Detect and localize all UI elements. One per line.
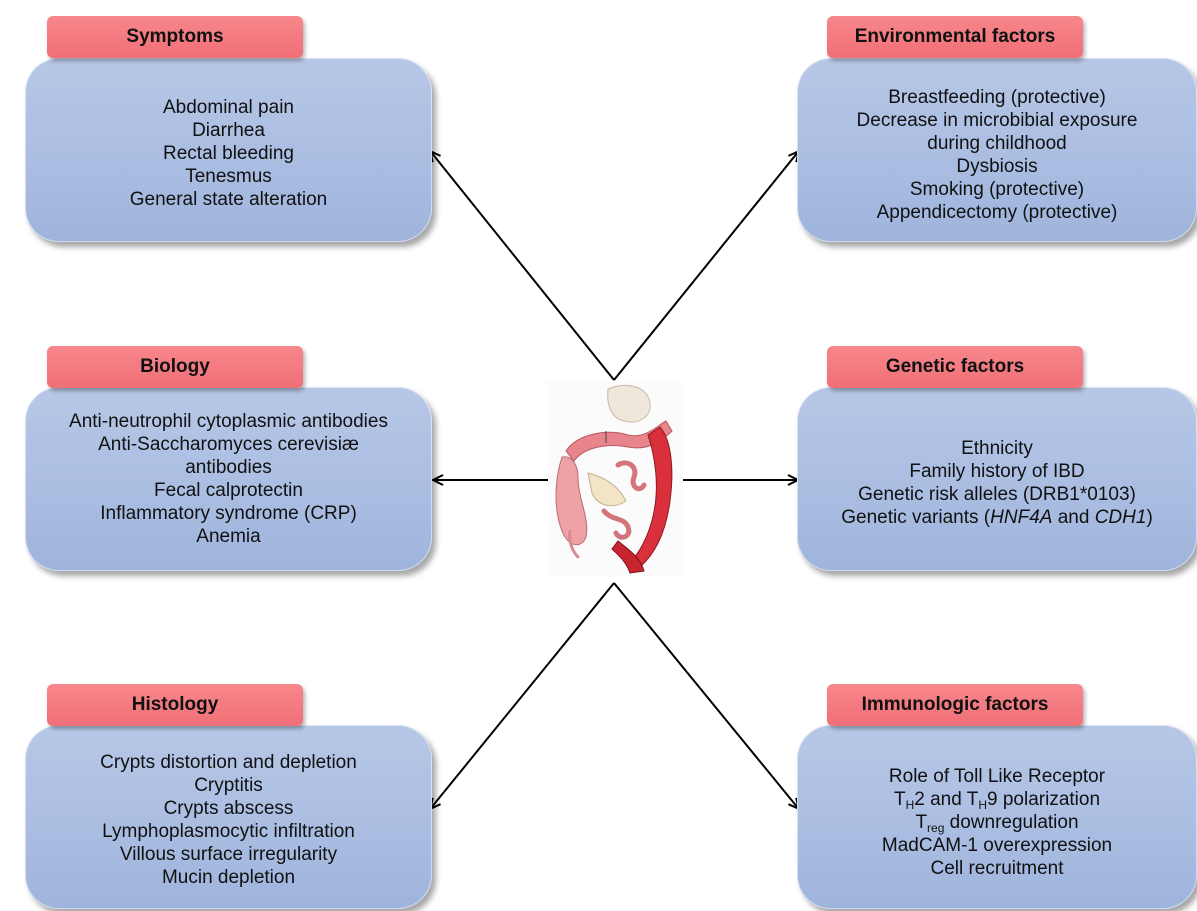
genetic-item: Family history of IBD: [909, 461, 1085, 482]
immunologic-factors-panel: Role of Toll Like Receptor TH2 and TH9 p…: [797, 725, 1197, 909]
gene-hnf4a: HNF4A: [990, 507, 1053, 528]
environmental-item: Breastfeeding (protective): [888, 87, 1106, 108]
histology-panel: Crypts distortion and depletion Cryptiti…: [25, 725, 432, 909]
biology-panel: Anti-neutrophil cytoplasmic antibodies A…: [25, 387, 432, 571]
arrow-to-environmental: [613, 152, 798, 381]
immunologic-item: Role of Toll Like Receptor: [888, 765, 1106, 787]
genetic-variants-and: and: [1052, 507, 1095, 528]
genetic-item: Ethnicity: [961, 438, 1033, 459]
arrow-to-immunologic: [613, 582, 798, 808]
symptom-item: Diarrhea: [192, 119, 265, 141]
biology-item: Anemia: [196, 526, 261, 547]
histology-item: Cryptitis: [194, 775, 263, 796]
genetic-item: Genetic risk alleles (DRB1*0103): [858, 484, 1136, 505]
symptom-item: Rectal bleeding: [163, 142, 294, 164]
environmental-item: during childhood: [927, 133, 1067, 154]
genetic-factors-label: Genetic factors: [827, 346, 1083, 388]
environmental-item: Appendicectomy (protective): [876, 202, 1118, 223]
histology-item: Mucin depletion: [161, 867, 296, 888]
biology-item: antibodies: [185, 457, 272, 478]
biology-item: Anti-Saccharomyces cerevisiæ: [98, 434, 359, 455]
histology-label: Histology: [47, 684, 303, 726]
genetic-variants-suffix: ): [1146, 507, 1153, 528]
treg-sub: reg: [927, 820, 945, 835]
environmental-item: Decrease in microbibial exposure: [856, 110, 1138, 131]
immunologic-item: Cell recruitment: [930, 857, 1064, 879]
biology-label: Biology: [47, 346, 303, 388]
arrow-to-histology: [431, 582, 615, 808]
th-end: 9 polarization: [987, 788, 1101, 810]
biology-item: Anti-neutrophil cytoplasmic antibodies: [69, 411, 388, 432]
th-mid: 2 and T: [914, 788, 979, 810]
symptom-item: General state alteration: [129, 188, 328, 210]
environmental-item: Smoking (protective): [909, 179, 1085, 200]
arrow-to-symptoms: [431, 152, 615, 381]
th-sub-h: H: [905, 797, 915, 812]
histology-item: Lymphoplasmocytic infiltration: [102, 821, 355, 842]
histology-item: Crypts distortion and depletion: [100, 752, 357, 773]
environmental-item: Dysbiosis: [956, 156, 1038, 177]
immunologic-factors-label: Immunologic factors: [827, 684, 1083, 726]
histology-item: Villous surface irregularity: [119, 844, 338, 865]
immunologic-th-polarization: TH2 and TH9 polarization: [894, 788, 1100, 811]
symptoms-label: Symptoms: [47, 16, 303, 58]
gene-cdh1: CDH1: [1094, 507, 1147, 528]
genetic-variants-prefix: Genetic variants (: [841, 507, 991, 528]
immunologic-treg: Treg downregulation: [915, 811, 1078, 834]
th-sub-h2: H: [978, 797, 987, 812]
colon-illustration: [548, 381, 683, 577]
genetic-variants-item: Genetic variants (HNF4A and CDH1): [841, 506, 1153, 529]
symptom-item: Tenesmus: [185, 165, 272, 187]
histology-item: Crypts abscess: [163, 798, 294, 819]
biology-item: Fecal calprotectin: [154, 480, 303, 501]
th-t: T: [893, 788, 906, 810]
environmental-factors-label: Environmental factors: [827, 16, 1083, 58]
biology-item: Inflammatory syndrome (CRP): [100, 503, 357, 524]
symptoms-panel: Abdominal pain Diarrhea Rectal bleeding …: [25, 58, 432, 242]
immunologic-item: MadCAM-1 overexpression: [881, 834, 1113, 856]
environmental-factors-panel: Breastfeeding (protective) Decrease in m…: [797, 58, 1197, 242]
genetic-factors-panel: Ethnicity Family history of IBD Genetic …: [797, 387, 1197, 571]
treg-rest: downregulation: [944, 811, 1079, 833]
treg-t: T: [915, 811, 928, 833]
symptom-item: Abdominal pain: [163, 96, 294, 118]
